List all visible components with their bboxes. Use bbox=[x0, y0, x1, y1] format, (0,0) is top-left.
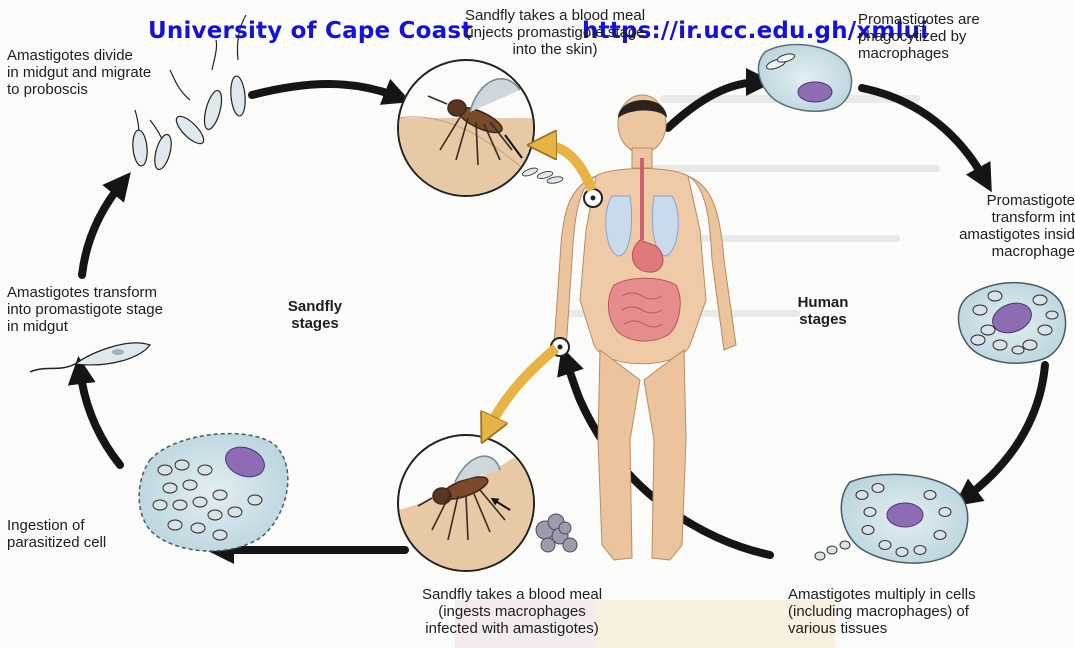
label-line: parasitized cell bbox=[7, 534, 177, 551]
label-line: Sandfly takes a blood meal bbox=[440, 7, 670, 24]
label-line: macrophage bbox=[905, 243, 1075, 260]
arrow-to-phagocytosis bbox=[668, 82, 760, 128]
label-line: (including macrophages) of bbox=[788, 603, 1048, 620]
label-line: stages bbox=[270, 315, 360, 332]
macrophage-with-amastigotes bbox=[958, 283, 1065, 363]
label-line: Sandfly takes a blood meal bbox=[392, 586, 632, 603]
label-line: (injects promastigote stage bbox=[440, 24, 670, 41]
label-line: Human bbox=[778, 294, 868, 311]
label-line: into the skin) bbox=[440, 41, 670, 58]
label-line: macrophages bbox=[858, 45, 1058, 62]
label-ingestion: Ingestion of parasitized cell bbox=[7, 517, 177, 551]
label-promastigote-transform: Promastigote transform int amastigotes i… bbox=[905, 192, 1075, 260]
label-line: Amastigotes multiply in cells bbox=[788, 586, 1048, 603]
label-line: Promastigotes are bbox=[858, 11, 1058, 28]
label-line: various tissues bbox=[788, 620, 1048, 637]
label-amastigotes-multiply: Amastigotes multiply in cells (including… bbox=[788, 586, 1048, 637]
promastigotes-injected bbox=[521, 166, 563, 184]
label-human-stages: Human stages bbox=[778, 294, 868, 328]
arrow-to-multiply bbox=[965, 365, 1045, 498]
label-line: phagocytized by bbox=[858, 28, 1058, 45]
label-line: infected with amastigotes) bbox=[392, 620, 632, 637]
label-sandfly-stages: Sandfly stages bbox=[270, 298, 360, 332]
label-sandfly-blood-meal-top: Sandfly takes a blood meal (injects prom… bbox=[440, 7, 670, 58]
label-line: stages bbox=[778, 311, 868, 328]
label-line: (ingests macrophages bbox=[392, 603, 632, 620]
label-line: Sandfly bbox=[270, 298, 360, 315]
label-line: transform int bbox=[905, 209, 1075, 226]
sandfly-inset-top bbox=[398, 60, 563, 200]
label-line: in midgut bbox=[7, 318, 227, 335]
label-line: Ingestion of bbox=[7, 517, 177, 534]
multiplying-cell bbox=[815, 474, 968, 563]
label-sandfly-blood-meal-bottom: Sandfly takes a blood meal (ingests macr… bbox=[392, 586, 632, 637]
label-line: amastigotes insid bbox=[905, 226, 1075, 243]
watermark-university: University of Cape Coast bbox=[148, 18, 472, 44]
arrow-up-left-bottom bbox=[80, 370, 120, 465]
ingested-macrophages bbox=[536, 514, 577, 552]
label-line: Amastigotes divide bbox=[7, 47, 207, 64]
midgut-promastigote bbox=[30, 343, 150, 372]
label-line: into promastigote stage bbox=[7, 301, 227, 318]
arrow-to-sandfly-bite bbox=[252, 84, 398, 97]
yellow-arrow-bottom bbox=[488, 348, 556, 430]
label-line: Promastigote bbox=[905, 192, 1075, 209]
label-amastigotes-divide: Amastigotes divide in midgut and migrate… bbox=[7, 47, 207, 98]
label-line: to proboscis bbox=[7, 81, 207, 98]
sandfly-inset-bottom bbox=[398, 435, 540, 580]
label-line: in midgut and migrate bbox=[7, 64, 207, 81]
label-promastigotes-phagocytized: Promastigotes are phagocytized by macrop… bbox=[858, 11, 1058, 62]
label-line: Amastigotes transform bbox=[7, 284, 227, 301]
arrow-up-left-top bbox=[82, 183, 122, 275]
label-amastigotes-transform: Amastigotes transform into promastigote … bbox=[7, 284, 227, 335]
